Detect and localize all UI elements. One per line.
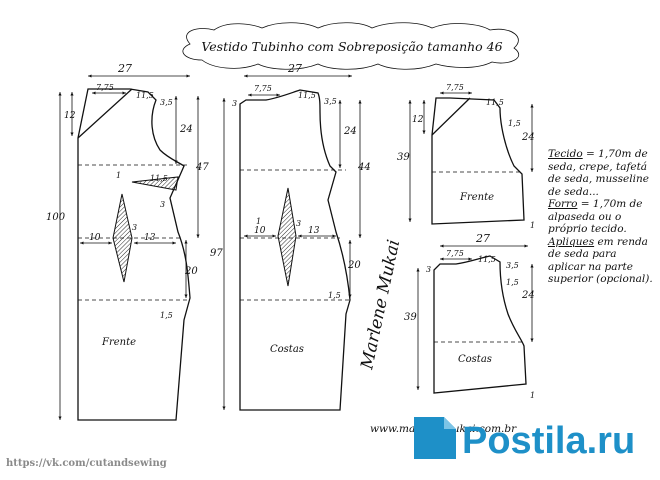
back-long-neck-drop: 3,5 (324, 97, 337, 106)
back-short-piece: 27 7,75 11,5 3,5 3 24 1,5 39 1 Costas (404, 232, 535, 400)
front-long-dart-right: 13 (144, 233, 156, 243)
front-long-dart-width: 3 (132, 223, 137, 232)
back-short-hem-rise: 1 (530, 391, 535, 400)
back-long-armhole-depth: 24 (343, 126, 357, 137)
back-short-armhole-depth: 24 (521, 290, 535, 301)
front-long-dart-depth: 1 (116, 171, 121, 180)
front-long-armhole-depth: 24 (179, 124, 193, 135)
front-long-side-dart-length: 11,5 (150, 174, 168, 183)
lining-label: Forro (548, 198, 578, 210)
back-short-label: Costas (458, 354, 492, 365)
back-short-armhole-point: 1,5 (506, 278, 519, 287)
back-long-left-drop: 3 (232, 99, 237, 108)
front-short-hem-rise: 1 (530, 221, 535, 230)
back-short-shoulder: 7,75 (446, 249, 464, 258)
fabric-text: = 1,70m de seda, crepe, tafetá de seda, … (548, 148, 649, 198)
front-short-left-drop: 12 (412, 115, 424, 125)
applique-label: Apliques (548, 235, 595, 248)
back-long-total-length: 97 (210, 248, 223, 259)
back-short-width: 27 (475, 232, 490, 245)
applique-note: Apliques em renda de seda para aplicar n… (548, 236, 656, 286)
front-long-hip-section: 20 (184, 266, 198, 277)
back-long-dart-left: 10 (254, 226, 266, 236)
back-long-bodice: 44 (357, 162, 371, 173)
back-long-dart-right: 13 (308, 226, 320, 236)
lining-text: = 1,70m de alpaseda ou o próprio tecido. (548, 198, 643, 235)
front-long-neck-drop: 3,5 (160, 98, 173, 107)
front-long-total-length: 100 (46, 212, 66, 223)
fabric-label: Tecido (548, 148, 583, 160)
front-long-shoulder-slope: 11,5 (136, 91, 154, 100)
front-short-armhole-depth: 24 (521, 132, 535, 143)
front-long-shoulder: 7,75 (96, 83, 114, 92)
applique-text: em renda de seda para aplicar na parte s… (548, 235, 653, 286)
lining-note: Forro = 1,70m de alpaseda ou o próprio t… (548, 198, 656, 236)
back-short-left-drop: 3 (426, 265, 431, 274)
back-long-shoulder: 7,75 (254, 84, 272, 93)
fabric-note: Tecido = 1,70m de seda, crepe, tafetá de… (548, 148, 656, 198)
back-short-shoulder-slope: 11,5 (478, 255, 496, 264)
front-long-hem-rise: 1,5 (160, 311, 173, 320)
front-short-label: Frente (459, 192, 494, 203)
front-long-width: 27 (117, 62, 132, 75)
back-long-hem-rise: 1,5 (328, 291, 341, 300)
back-long-shoulder-slope: 11,5 (298, 91, 316, 100)
front-long-piece: 27 7,75 11,5 3,5 12 100 24 47 20 11,5 3 … (46, 62, 209, 421)
material-notes: Tecido = 1,70m de seda, crepe, tafetá de… (548, 148, 656, 286)
front-short-shoulder: 7,75 (446, 83, 464, 92)
front-long-dart-left: 10 (89, 233, 101, 243)
watermark-url: https://vk.com/cutandsewing (6, 458, 167, 469)
brand-logo: Postila.ru (414, 417, 635, 462)
signature: Marlene Mukai (357, 238, 404, 372)
folded-note-icon (414, 417, 456, 459)
front-long-side-dart-width: 3 (160, 200, 165, 209)
back-short-height: 39 (404, 312, 417, 323)
front-long-label: Frente (101, 337, 136, 348)
front-short-armhole-point: 1,5 (508, 119, 521, 128)
back-long-piece: 27 7,75 11,5 3,5 3 97 24 44 20 1 10 13 3… (210, 62, 371, 411)
back-short-neck-drop: 3,5 (506, 261, 519, 270)
back-long-dart-depth: 1 (256, 217, 261, 226)
front-short-height: 39 (397, 152, 410, 163)
title-cloud: Vestido Tubinho com Sobreposição tamanho… (182, 22, 520, 70)
front-long-left-drop: 12 (64, 111, 76, 121)
back-long-label: Costas (270, 344, 304, 355)
back-long-dart-width: 3 (296, 219, 301, 228)
brand-name: Postila.ru (462, 420, 635, 462)
front-long-bodice: 47 (195, 162, 209, 173)
back-long-hip-section: 20 (347, 260, 361, 271)
back-long-width: 27 (287, 62, 302, 75)
front-short-shoulder-slope: 11,5 (486, 98, 504, 107)
diagram-title: Vestido Tubinho com Sobreposição tamanho… (201, 39, 502, 54)
front-short-piece: 7,75 11,5 12 39 24 1,5 1 Frente (397, 83, 535, 230)
